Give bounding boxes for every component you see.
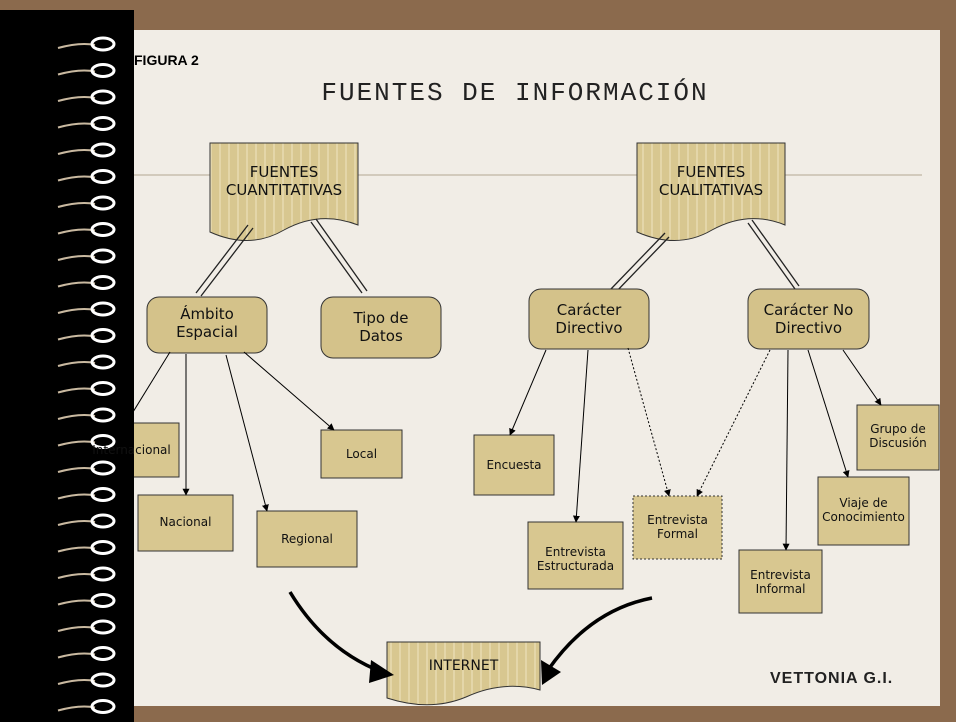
binder-ring-icon	[57, 540, 116, 555]
double-connectors	[195, 218, 800, 297]
box-encuesta	[473, 434, 555, 496]
binder-ring-icon	[57, 619, 116, 635]
binder-ring-icon	[57, 222, 116, 237]
node-viaje-line1: Viaje de	[839, 496, 888, 510]
binder-spine	[0, 10, 134, 722]
binder-ring-icon	[57, 328, 116, 343]
page-title: FUENTES DE INFORMACIÓN	[321, 78, 709, 108]
binder-ring-icon	[57, 513, 116, 529]
node-informal-line1: Entrevista	[750, 568, 811, 582]
node-quant: FUENTES CUANTITATIVAS	[210, 163, 358, 199]
box-grupo	[856, 404, 940, 471]
node-internacional: Internacional	[92, 443, 171, 457]
footer-credit: VETTONIA G.I.	[770, 670, 894, 687]
arrows	[124, 347, 882, 551]
node-tipo-line2: Datos	[359, 327, 403, 345]
node-grupo-line1: Grupo de	[870, 422, 926, 436]
node-estructurada: Entrevista Estructurada	[528, 545, 623, 574]
node-grupo-line2: Discusión	[869, 436, 927, 451]
node-estructurada-line2: Estructurada	[536, 559, 615, 574]
box-regional	[256, 510, 358, 568]
node-nacional: Nacional	[159, 515, 212, 529]
binder-ring-icon	[57, 275, 116, 290]
binder-ring-icon	[57, 354, 116, 370]
binder-ring-icon	[57, 460, 116, 476]
binder-ring-icon	[57, 566, 116, 582]
binder-ring-icon	[57, 593, 116, 608]
binder-ring-icon	[57, 89, 116, 105]
binder-ring-icon	[57, 36, 116, 52]
node-grupo: Grupo de Discusión	[857, 422, 939, 451]
node-local: Local	[345, 447, 378, 461]
node-formal-line1: Entrevista	[647, 513, 708, 527]
node-directivo: Carácter Directivo	[529, 301, 649, 337]
node-formal: Entrevista Formal	[633, 513, 722, 542]
node-encuesta: Encuesta	[486, 458, 542, 472]
doc-shape-internet	[386, 641, 541, 706]
node-informal-line2: Informal	[755, 582, 806, 597]
arrowhead-left	[369, 660, 394, 683]
box-local	[320, 429, 403, 479]
binder-ring-icon	[57, 381, 116, 396]
box-informal	[738, 549, 823, 614]
node-qual-line1: FUENTES	[676, 163, 746, 181]
node-viaje-line2: Conocimiento	[822, 510, 905, 525]
node-quant-line1: FUENTES	[249, 163, 319, 181]
box-viaje	[817, 476, 910, 546]
node-estructurada-line1: Entrevista	[545, 545, 606, 559]
binder-ring-icon	[57, 169, 116, 184]
node-informal: Entrevista Informal	[739, 568, 822, 597]
box-tipo	[320, 296, 442, 359]
figure-label: FIGURA 2	[134, 52, 199, 68]
node-tipo-line1: Tipo de	[353, 309, 409, 327]
node-nodirectivo-line1: Carácter No	[763, 301, 854, 319]
binder-ring-icon	[57, 116, 116, 131]
binder-ring-icon	[57, 434, 116, 449]
node-ambito: Ámbito Espacial	[147, 305, 267, 341]
node-quant-line2: CUANTITATIVAS	[225, 181, 343, 199]
node-directivo-line1: Carácter	[556, 301, 622, 319]
node-nodirectivo-line2: Directivo	[774, 319, 843, 337]
node-regional: Regional	[281, 532, 333, 546]
binder-ring-icon	[57, 487, 116, 502]
binder-ring-icon	[57, 407, 116, 423]
node-internet: INTERNET	[428, 658, 499, 674]
node-ambito-line2: Espacial	[176, 323, 238, 341]
box-directivo	[528, 288, 650, 350]
node-qual: FUENTES CUALITATIVAS	[637, 163, 785, 199]
binder-ring-icon	[57, 248, 116, 264]
curved-arrows	[288, 591, 653, 674]
binder-ring-icon	[57, 142, 116, 158]
binder-ring-icon	[57, 672, 116, 688]
binder-ring-icon	[57, 63, 116, 78]
doc-shape-quant	[209, 142, 359, 241]
arrowhead-right	[541, 660, 561, 685]
node-directivo-line2: Directivo	[555, 319, 623, 337]
node-nodirectivo: Carácter No Directivo	[748, 301, 869, 337]
box-nacional	[137, 494, 234, 552]
binder-ring-icon	[57, 646, 116, 661]
box-ambito	[146, 296, 268, 354]
box-formal	[632, 495, 723, 560]
doc-shape-qual	[636, 142, 786, 241]
node-ambito-line1: Ámbito	[180, 305, 234, 323]
box-nodirectivo	[747, 288, 870, 350]
binder-ring-icon	[57, 699, 116, 714]
node-tipo: Tipo de Datos	[321, 309, 441, 345]
node-formal-line2: Formal	[657, 527, 698, 542]
binder-ring-icon	[57, 301, 116, 317]
binder-rings	[57, 36, 116, 714]
binder-ring-icon	[57, 195, 116, 211]
node-qual-line2: CUALITATIVAS	[658, 181, 764, 199]
node-viaje: Viaje de Conocimiento	[818, 496, 909, 525]
